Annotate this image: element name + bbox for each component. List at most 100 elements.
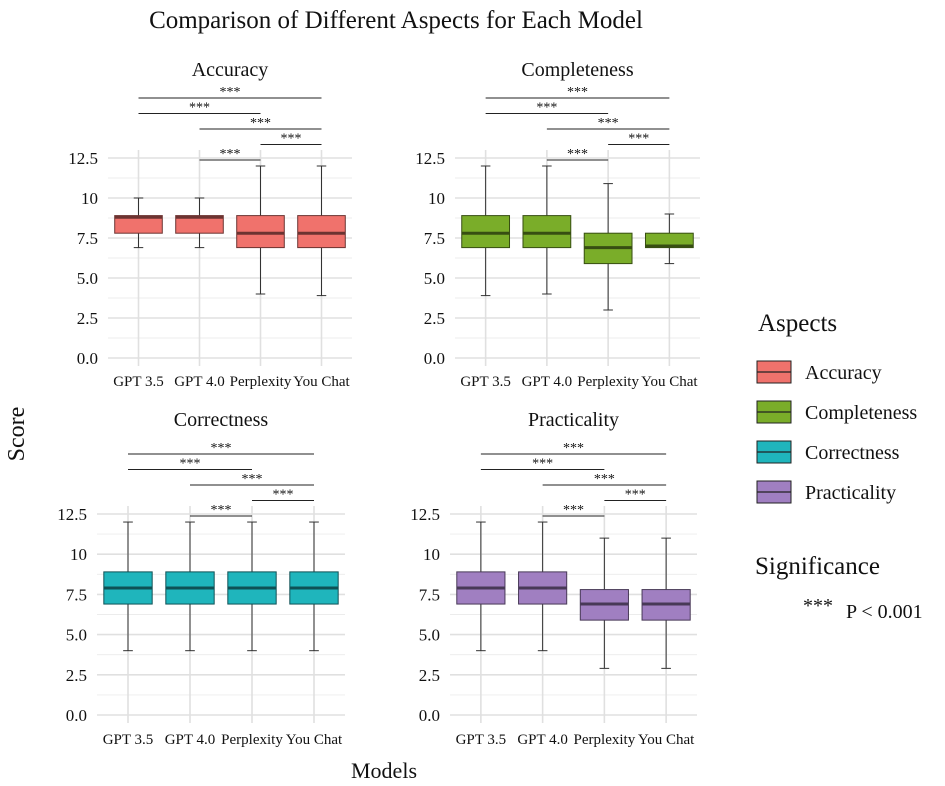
significance-label: *** bbox=[211, 503, 232, 518]
significance-label: *** bbox=[273, 488, 294, 503]
x-tick-label: Perplexity bbox=[574, 732, 636, 748]
box-gpt-3.5 bbox=[461, 165, 511, 297]
legend-item-practicality: Practicality bbox=[756, 480, 896, 504]
x-tick-label: GPT 3.5 bbox=[460, 374, 511, 390]
figure-title: Comparison of Different Aspects for Each… bbox=[149, 7, 643, 34]
significance-label: *** bbox=[211, 441, 232, 456]
y-tick-label: 12.5 bbox=[68, 149, 98, 168]
box-gpt-3.5 bbox=[114, 197, 163, 249]
box-iqr bbox=[522, 215, 572, 249]
box-iqr bbox=[461, 215, 511, 249]
y-tick-label: 12.5 bbox=[410, 505, 440, 524]
legend-label: Correctness bbox=[805, 442, 900, 464]
box-gpt-3.5 bbox=[456, 521, 506, 652]
x-tick-label: GPT 4.0 bbox=[522, 374, 573, 390]
y-tick-label: 12.5 bbox=[415, 149, 445, 168]
significance-label: *** bbox=[567, 85, 588, 100]
significance-label: *** bbox=[242, 472, 263, 487]
y-tick-label: 0.0 bbox=[424, 349, 445, 368]
box-perplexity bbox=[236, 165, 285, 295]
x-tick-label: GPT 3.5 bbox=[103, 732, 154, 748]
box-you-chat bbox=[644, 213, 694, 265]
x-tick-label: GPT 3.5 bbox=[456, 732, 507, 748]
x-tick-label: GPT 3.5 bbox=[113, 374, 164, 390]
legend: Aspects AccuracyCompletenessCorrectnessP… bbox=[755, 310, 923, 623]
significance-label: *** bbox=[220, 85, 241, 100]
y-tick-label: 10 bbox=[423, 545, 440, 564]
y-tick-label: 5.0 bbox=[77, 269, 98, 288]
legend-label: Completeness bbox=[805, 402, 917, 424]
y-tick-label: 10 bbox=[70, 545, 87, 564]
y-tick-label: 2.5 bbox=[424, 309, 445, 328]
legend-label: Practicality bbox=[805, 482, 896, 504]
y-tick-label: 12.5 bbox=[57, 505, 87, 524]
x-tick-label: GPT 4.0 bbox=[517, 732, 568, 748]
legend-item-accuracy: Accuracy bbox=[756, 360, 882, 384]
y-tick-label: 10 bbox=[81, 189, 98, 208]
box-iqr bbox=[114, 215, 163, 234]
box-perplexity bbox=[583, 183, 633, 311]
x-tick-label: You Chat bbox=[638, 732, 695, 748]
legend-item-completeness: Completeness bbox=[756, 400, 917, 424]
x-tick-label: GPT 4.0 bbox=[174, 374, 225, 390]
significance-label: *** bbox=[189, 101, 210, 116]
box-gpt-3.5 bbox=[103, 521, 153, 652]
significance-label: *** bbox=[250, 116, 271, 131]
y-tick-label: 5.0 bbox=[419, 626, 440, 645]
box-gpt-4.0 bbox=[175, 197, 224, 249]
panel-title: Practicality bbox=[528, 409, 619, 431]
box-perplexity bbox=[227, 521, 277, 652]
x-axis-label: Models bbox=[351, 758, 417, 783]
significance-label: *** bbox=[625, 488, 646, 503]
y-tick-label: 2.5 bbox=[77, 309, 98, 328]
box-iqr bbox=[297, 215, 346, 249]
y-axis-label: Score bbox=[4, 407, 30, 462]
y-tick-label: 2.5 bbox=[66, 666, 87, 685]
x-tick-label: Perplexity bbox=[230, 374, 292, 390]
x-tick-label: Perplexity bbox=[221, 732, 283, 748]
box-you-chat bbox=[297, 165, 346, 297]
x-tick-label: Perplexity bbox=[577, 374, 639, 390]
significance-label: *** bbox=[563, 503, 584, 518]
box-gpt-4.0 bbox=[522, 165, 572, 295]
y-tick-label: 10 bbox=[428, 189, 445, 208]
y-tick-label: 7.5 bbox=[424, 229, 445, 248]
y-tick-label: 0.0 bbox=[77, 349, 98, 368]
significance-label: *** bbox=[598, 116, 619, 131]
box-perplexity bbox=[579, 537, 629, 669]
y-tick-label: 7.5 bbox=[419, 585, 440, 604]
y-tick-label: 7.5 bbox=[77, 229, 98, 248]
y-tick-label: 5.0 bbox=[424, 269, 445, 288]
panel-title: Completeness bbox=[521, 59, 633, 81]
significance-label: *** bbox=[594, 472, 615, 487]
legend-items: AccuracyCompletenessCorrectnessPractical… bbox=[756, 360, 917, 504]
significance-label: *** bbox=[628, 132, 649, 147]
x-tick-label: You Chat bbox=[293, 374, 350, 390]
legend-significance-title: Significance bbox=[755, 553, 880, 580]
box-gpt-4.0 bbox=[518, 521, 568, 652]
box-gpt-4.0 bbox=[165, 521, 215, 652]
significance-label: *** bbox=[281, 132, 302, 147]
significance-label: *** bbox=[220, 147, 241, 162]
legend-significance-stars: *** bbox=[803, 595, 833, 617]
box-you-chat bbox=[289, 521, 339, 652]
legend-label: Accuracy bbox=[805, 362, 882, 384]
panel-title: Accuracy bbox=[192, 59, 269, 81]
x-tick-label: GPT 4.0 bbox=[165, 732, 216, 748]
y-tick-label: 2.5 bbox=[419, 666, 440, 685]
x-tick-label: You Chat bbox=[641, 374, 698, 390]
box-you-chat bbox=[641, 537, 691, 669]
significance-label: *** bbox=[536, 101, 557, 116]
x-tick-label: You Chat bbox=[286, 732, 343, 748]
legend-significance-text: P < 0.001 bbox=[846, 601, 923, 623]
legend-item-correctness: Correctness bbox=[756, 440, 900, 464]
y-tick-label: 5.0 bbox=[66, 626, 87, 645]
box-iqr bbox=[644, 232, 694, 249]
box-iqr bbox=[175, 215, 224, 234]
